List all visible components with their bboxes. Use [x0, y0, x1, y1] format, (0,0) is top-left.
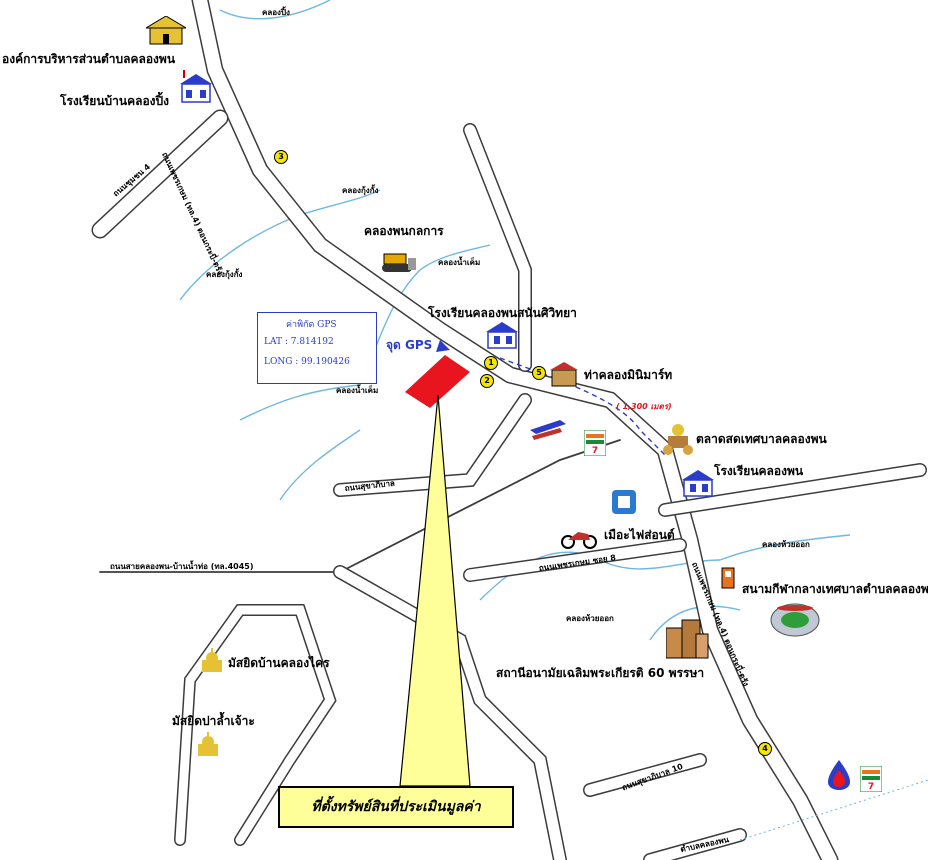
khlong-kung-khang-label-2: คลองกุ้งกั้ง — [206, 270, 243, 279]
khlong-nam-khem-label: คลองน้ำเค็ม — [438, 258, 481, 267]
gps-lat: LAT : 7.814192 — [264, 337, 334, 347]
mosque-khlong-khrai-label: มัสยิดบ้านคลองไคร — [228, 656, 330, 670]
distance-label: ( 1,300 เมตร) — [616, 402, 672, 411]
mosque-pa-lam-label: มัสยิดปาล้ำเจ้าะ — [172, 714, 255, 728]
marker-3: 3 — [274, 150, 288, 164]
khlong-ping-label: คลองปิ้ง — [262, 8, 290, 17]
bike-shop-label: เมือะไฟส่อนต์ — [604, 528, 675, 542]
seven-eleven-icon: 7 — [583, 429, 607, 457]
stadium-icon — [770, 602, 820, 638]
bank-icon — [612, 490, 636, 514]
khlong-kung-khang-label: คลองกุ้งกั้ง — [342, 186, 379, 195]
school-icon-2 — [484, 320, 520, 350]
distance-path — [499, 357, 666, 456]
school-witthaya-label: โรงเรียนคลองพนสนันศิวิทยา — [428, 306, 577, 320]
tao-office-label: องค์การบริหารส่วนตำบลคลองพน — [2, 52, 176, 66]
gps-title: ค่าพิกัด GPS — [286, 320, 337, 330]
seven-eleven-icon-2: 7 — [859, 765, 883, 793]
callout-pointer — [399, 394, 471, 787]
motorcycle-icon — [560, 526, 598, 550]
khlong-huai-ot-label: คลองห้วยออก — [762, 540, 810, 549]
post-office-icon — [530, 420, 566, 442]
pier-label: ท่าคลองมินิมาร์ท — [584, 368, 673, 382]
ptt-gas-station-icon — [826, 760, 852, 790]
gps-long: LONG : 99.190426 — [264, 357, 350, 367]
school-khlong-ping-label: โรงเรียนบ้านคลองปิ้ง — [60, 94, 170, 108]
khlong-huai-ot-label-2: คลองห้วยออก — [566, 614, 614, 623]
marker-2: 2 — [480, 374, 494, 388]
mosque-icon-2 — [196, 732, 220, 758]
hospital-building-icon — [665, 616, 710, 660]
bulldozer-icon — [376, 248, 418, 274]
marker-1: 1 — [484, 356, 498, 370]
khlong-nam-khem-label-2: คลองน้ำเค็ม — [336, 386, 379, 395]
property-parcel — [405, 355, 470, 408]
market-vendor-icon — [660, 420, 696, 456]
government-building-icon — [144, 15, 188, 46]
school-khlong-phanom-label: โรงเรียนคลองพน — [714, 464, 804, 478]
roads — [91, 0, 927, 860]
stadium-label: สนามกีฬากลางเทศบาลตำบลคลองพน — [742, 582, 928, 596]
fuel-pump-icon — [720, 566, 740, 590]
health-station-label: สถานีอนามัยเฉลิมพระเกียรติ 60 พรรษา — [496, 666, 705, 680]
shop-icon — [550, 362, 578, 388]
svg-text:7: 7 — [868, 782, 874, 792]
property-callout: ที่ตั้งทรัพย์สินที่ประเมินมูลค่า — [278, 786, 514, 828]
school-icon — [178, 70, 214, 104]
svg-text:7: 7 — [592, 446, 598, 456]
market-label: ตลาดสดเทศบาลคลองพน — [696, 432, 827, 446]
gps-arrow — [436, 340, 450, 352]
gps-coordinate-box: ค่าพิกัด GPS LAT : 7.814192 LONG : 99.19… — [257, 312, 377, 384]
gps-point-label: จุด GPS — [386, 338, 433, 352]
khlong-phanom-kakan-label: คลองพนกลการ — [364, 224, 444, 238]
marker-4: 4 — [758, 742, 772, 756]
marker-5: 5 — [532, 366, 546, 380]
mosque-icon — [200, 648, 224, 674]
school-icon-3 — [680, 468, 716, 498]
road-4045-label: ถนนสายคลองพน-บ้านน้ำท่อ (ทล.4045) — [110, 562, 254, 571]
